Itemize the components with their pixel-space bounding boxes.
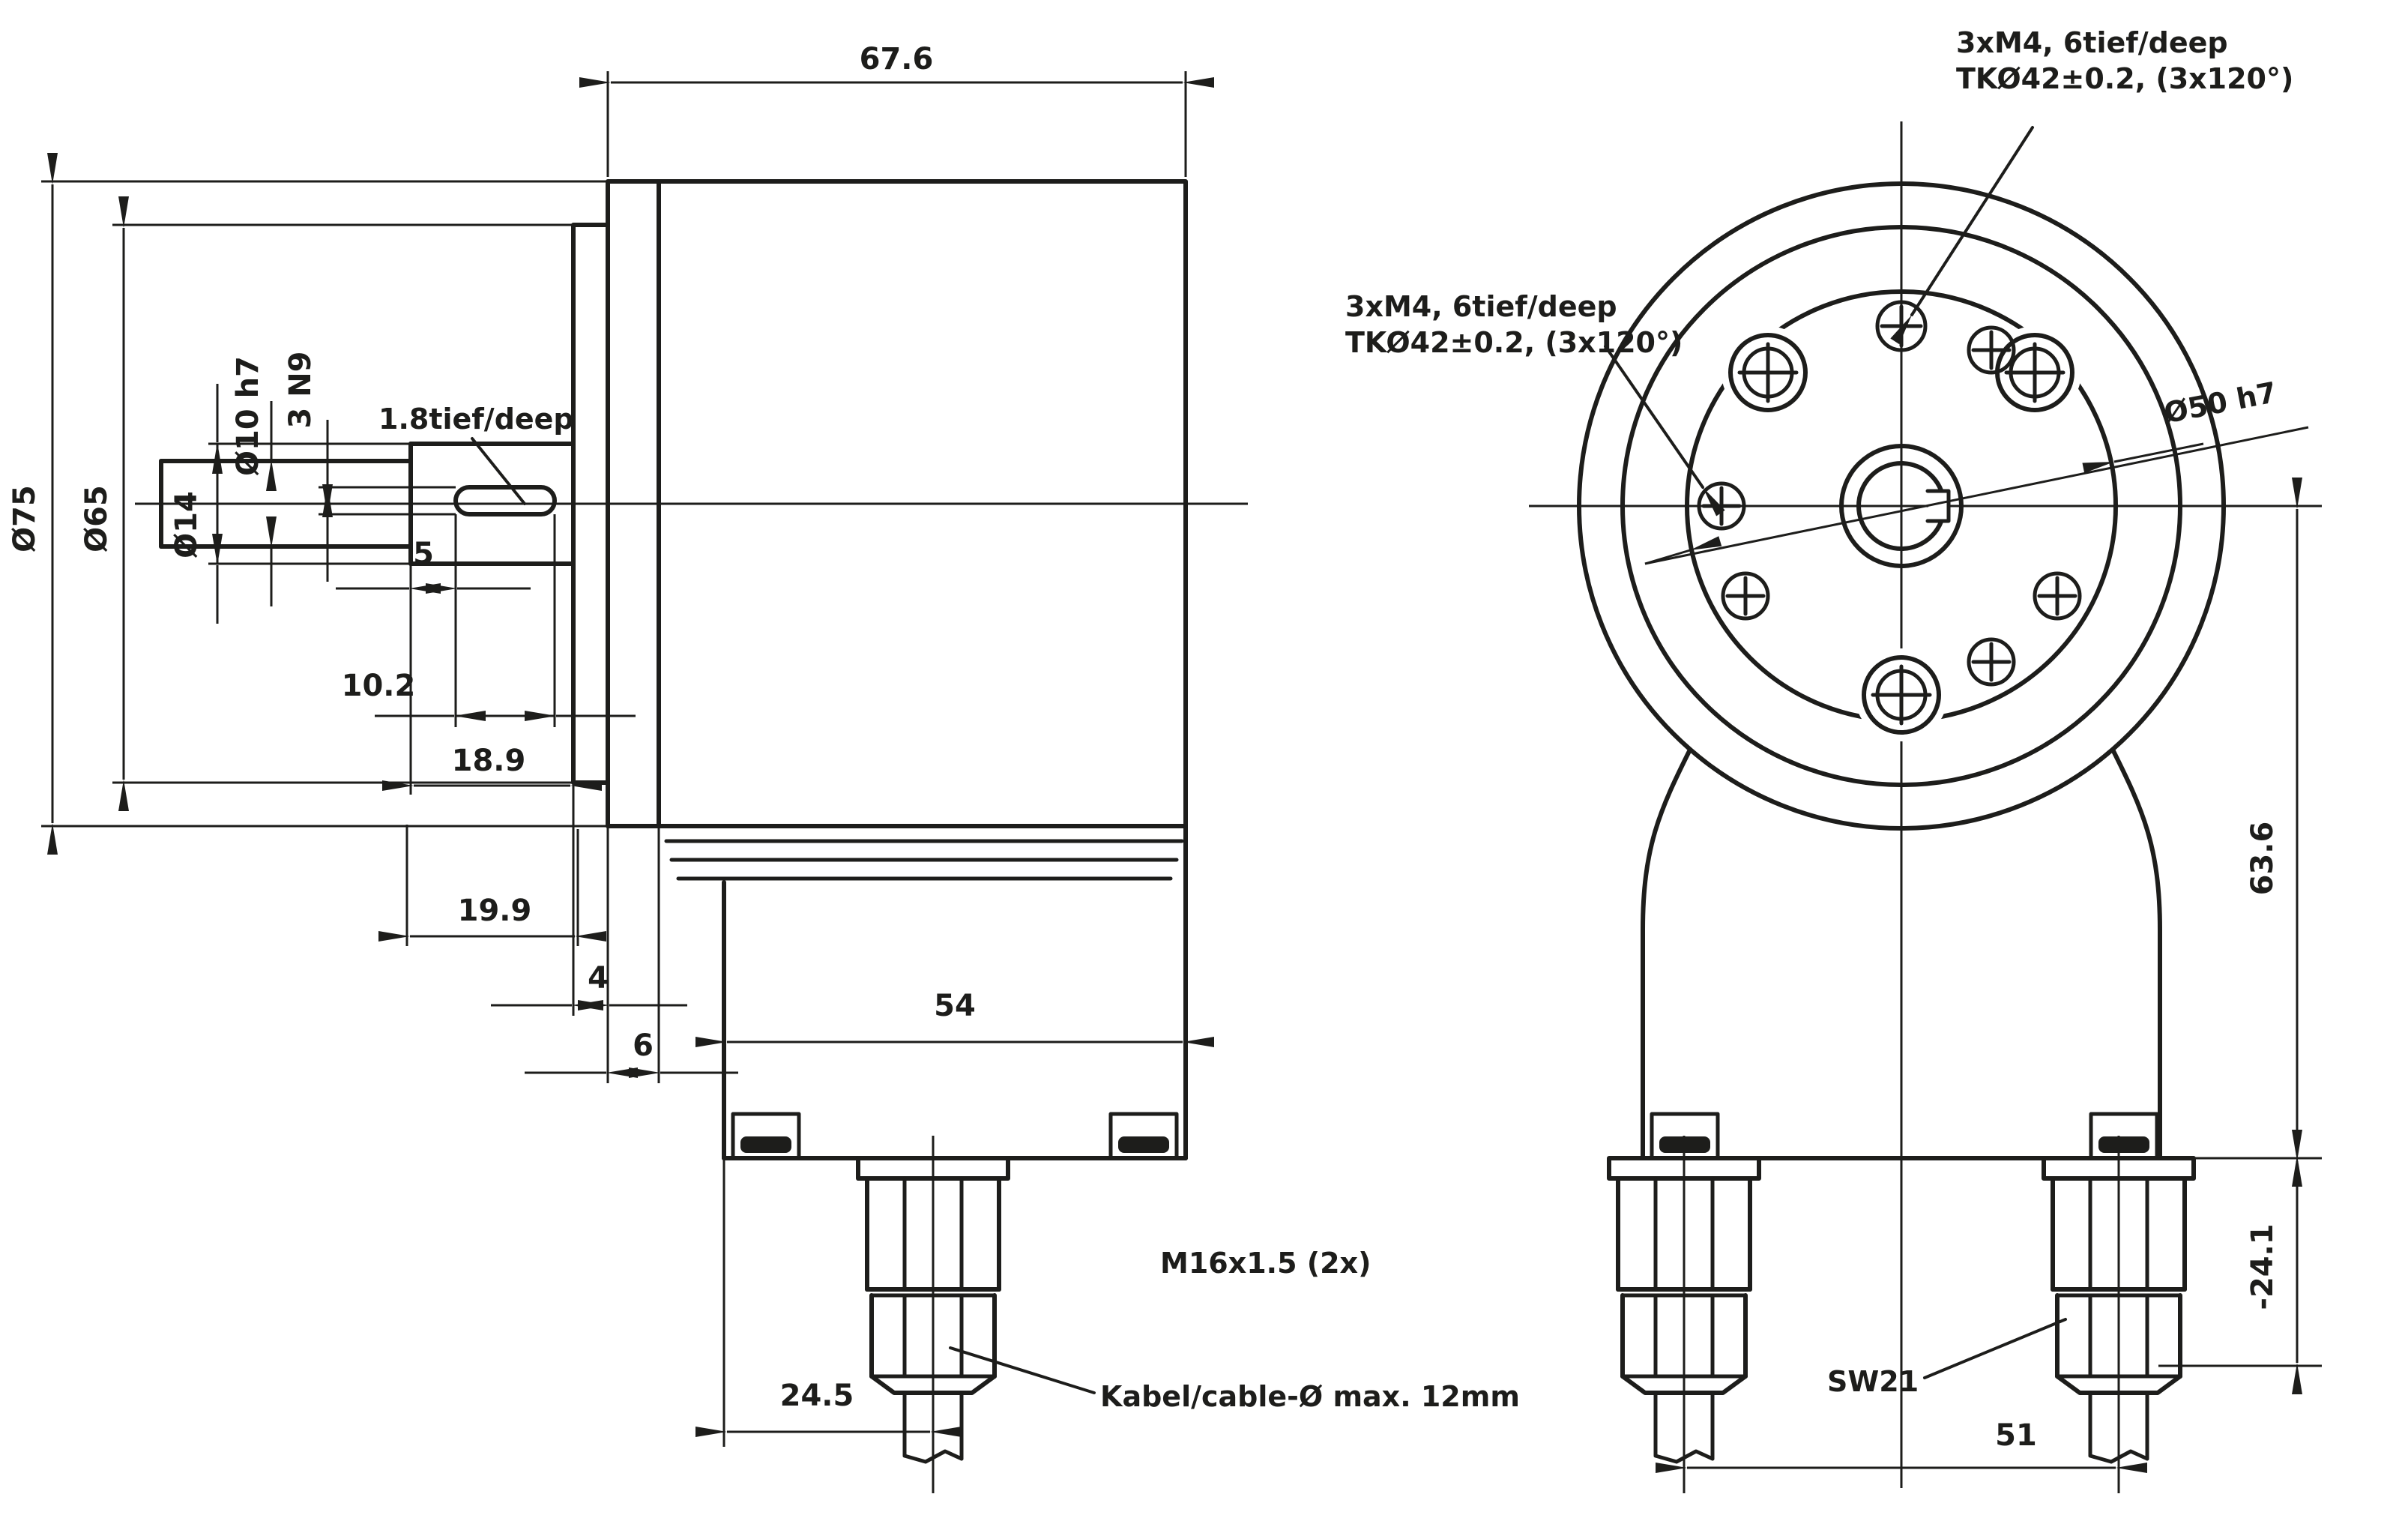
dim-dia10: Ø10 h7 (231, 356, 265, 476)
front-view-labels: 3xM4, 6tief/deep TKØ42±0.2, (3x120°) 3xM… (1345, 26, 2293, 1453)
side-dimension-lines (46, 77, 1214, 1437)
screw-note-top-2: TKØ42±0.2, (3x120°) (1956, 62, 2293, 95)
front-view: 3xM4, 6tief/deep TKØ42±0.2, (3x120°) 3xM… (1345, 26, 2322, 1493)
front-housing (1641, 747, 2162, 1160)
clamp-screw (1862, 655, 1941, 735)
wrench-size-label: SW21 (1827, 1365, 1919, 1398)
dim-63-6: 63.6 (2245, 822, 2280, 896)
screw-note-left-1: 3xM4, 6tief/deep (1345, 290, 1617, 323)
m4-hole (1875, 300, 1928, 352)
keyway-depth-note: 1.8tief/deep (378, 403, 574, 436)
m4-hole (1967, 325, 2016, 375)
dim-18-9: 18.9 (452, 744, 526, 778)
gland-thread-note: M16x1.5 (2x) (1160, 1247, 1371, 1280)
screw-note-top-leader (1890, 126, 2034, 345)
dim-dia75: Ø75 (7, 485, 42, 552)
keyway-notch (1925, 489, 1951, 523)
m4-hole (1697, 481, 1746, 531)
mount-tab-left (731, 1112, 801, 1160)
keyway-slot (453, 485, 557, 516)
m4-hole (2033, 571, 2082, 621)
side-view-labels: 67.6 Ø75 Ø65 Ø14 Ø10 h7 3 N9 1.8tief/dee… (7, 42, 1520, 1413)
clamp-screws (1728, 333, 2074, 735)
sw21-leader (1923, 1318, 2067, 1379)
dim-dia50: Ø50 h7 (2161, 376, 2280, 430)
m4-hole (1967, 637, 2016, 687)
screw-note-left-leader (1604, 345, 1725, 516)
m4-thread-holes (1697, 300, 2082, 687)
dim-4: 4 (588, 961, 609, 996)
body (657, 179, 1188, 828)
dim-19-9: 19.9 (458, 894, 532, 928)
dim-dia14: Ø14 (169, 491, 204, 558)
dim-5: 5 (413, 537, 434, 571)
hub-circle-14 (1839, 444, 1964, 568)
screw-note-top-1: 3xM4, 6tief/deep (1956, 26, 2228, 59)
dim-keyway-width: 3 N9 (283, 351, 318, 428)
m4-hole (1721, 571, 1770, 621)
mount-tab-right (1108, 1112, 1179, 1160)
side-cable-gland (858, 1136, 1008, 1493)
dim-54: 54 (934, 989, 976, 1023)
clamp-screw (1995, 333, 2074, 412)
flange-circle-75 (1577, 181, 2226, 831)
clamp-screw (1728, 333, 1808, 412)
circle-65 (1620, 225, 2182, 787)
screw-note-left-2: TKØ42±0.2, (3x120°) (1345, 326, 1683, 359)
dim-dia65: Ø65 (79, 485, 114, 552)
shaft-front (1839, 444, 1964, 568)
front-cable-gland-left (1609, 1136, 1759, 1493)
cable-note: Kabel/cable-Ø max. 12mm (1100, 1380, 1520, 1413)
dim-total-depth: 67.6 (860, 42, 934, 76)
dim-24-1: -24.1 (2245, 1223, 2280, 1310)
housing-outline (571, 179, 1188, 1160)
front-cable-gland-right (2044, 1136, 2194, 1493)
dim-51: 51 (1995, 1418, 2037, 1453)
shaft-outline (159, 442, 576, 566)
side-extension-lines (41, 71, 1187, 1447)
dim-24-5: 24.5 (780, 1379, 854, 1413)
dim-10-2: 10.2 (342, 669, 416, 703)
cable-note-leader (949, 1346, 1096, 1394)
side-view: 67.6 Ø75 Ø65 Ø14 Ø10 h7 3 N9 1.8tief/dee… (7, 42, 1520, 1493)
keyway-depth-leader (471, 437, 526, 505)
dim-6: 6 (633, 1028, 654, 1063)
dia50-dimension (1644, 426, 2309, 565)
